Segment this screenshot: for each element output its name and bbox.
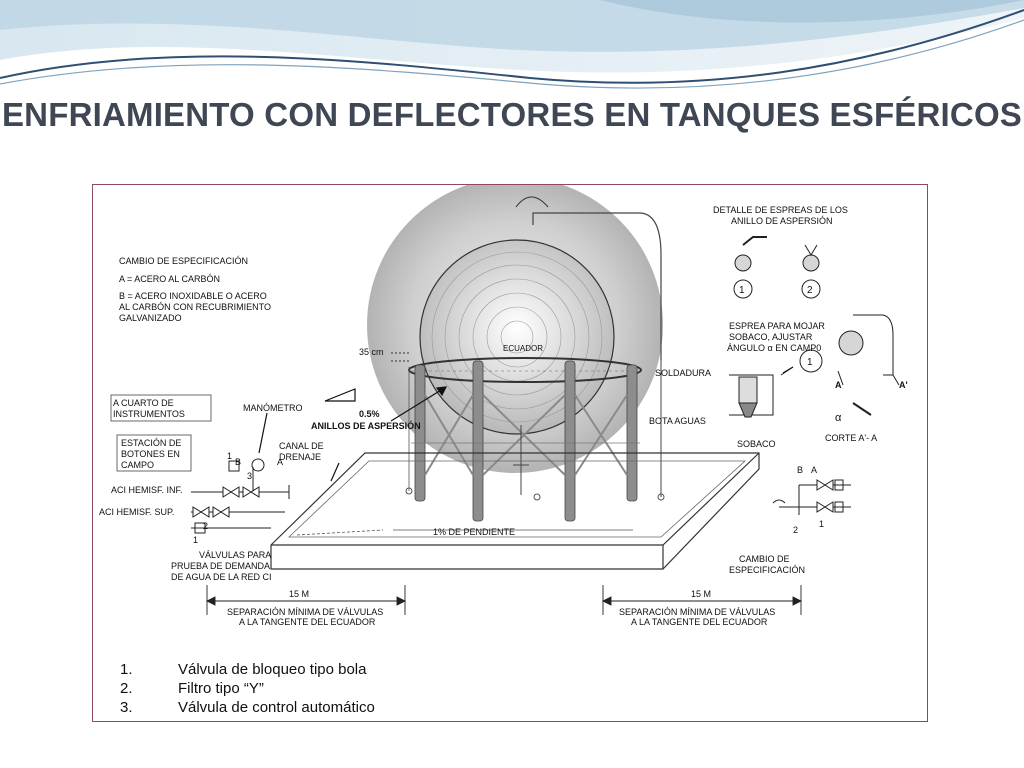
label-armpit-nozzle-3: ÁNGULO α EN CAMP0: [727, 343, 821, 353]
sphere-tank: [419, 239, 615, 435]
legend-number: 3.: [120, 699, 133, 716]
label-height: 35 cm: [359, 347, 384, 357]
label-sep-left-1: SEPARACIÓN MÍNIMA DE VÁLVULAS: [227, 607, 383, 617]
spec-box-title: CAMBIO DE ESPECIFICACIÓN: [119, 256, 248, 266]
label-station-3: CAMPO: [121, 460, 154, 470]
label-instrument-room-1: A CUARTO DE: [113, 398, 174, 408]
label-instrument-room-2: INSTRUMENTOS: [113, 409, 185, 419]
tag-1-left-b: 1: [193, 535, 198, 545]
label-section-a-prime: A': [899, 380, 908, 390]
slide-title: ENFRIAMIENTO CON DEFLECTORES EN TANQUES …: [1, 96, 1023, 133]
label-valves-1: VÁLVULAS PARA: [199, 550, 271, 560]
nozzle-detail: [729, 236, 900, 418]
tag-1-left: 1: [227, 451, 232, 461]
top-dome: [515, 196, 549, 208]
label-sep-right-1: SEPARACIÓN MÍNIMA DE VÁLVULAS: [619, 607, 775, 617]
spec-box-a: A = ACERO AL CARBÓN: [119, 274, 220, 284]
tag-2-left: 2: [203, 521, 208, 531]
label-spray-rings: ANILLOS DE ASPERSIÓN: [311, 420, 421, 431]
label-armpit: SOBACO: [737, 439, 776, 449]
spec-box-b2: AL CARBÓN CON RECUBRIMIENTO: [119, 302, 271, 312]
tag-b-right: B: [797, 465, 803, 475]
label-drip: BOTA AGUAS: [649, 416, 706, 426]
legend-item: 1. Válvula de bloqueo tipo bola: [120, 660, 540, 679]
legend-item: 3. Válvula de control automático: [120, 698, 540, 717]
label-armpit-nozzle-2: SOBACO, AJUSTAR: [729, 332, 813, 342]
spec-box-b3: GALVANIZADO: [119, 313, 182, 323]
tag-1-right: 1: [819, 519, 824, 529]
valve-legend: 1. Válvula de bloqueo tipo bola 2. Filtr…: [120, 660, 540, 717]
label-valves-3: DE AGUA DE LA RED CI: [171, 572, 272, 582]
label-station-1: ESTACIÓN DE: [121, 438, 181, 448]
spec-box-b1: B = ACERO INOXIDABLE O ACERO: [119, 291, 267, 301]
legend-text: Válvula de control automático: [178, 699, 375, 716]
label-aci-inf: ACI HEMISF. INF.: [111, 485, 183, 495]
technical-drawing-frame: CAMBIO DE ESPECIFICACIÓN A = ACERO AL CA…: [92, 184, 928, 722]
tag-a-right: A: [811, 465, 817, 475]
legend-number: 1.: [120, 661, 133, 678]
header-banner: [0, 0, 1024, 110]
label-aci-sup: ACI HEMISF. SUP.: [99, 507, 174, 517]
label-spec-change-2: ESPECIFICACIÓN: [729, 565, 805, 575]
tag-2-right: 2: [793, 525, 798, 535]
label-dim-left: 15 M: [289, 589, 309, 599]
label-drain-1: CANAL DE: [279, 441, 324, 451]
label-section: CORTE A'- A: [825, 433, 877, 443]
label-basin-slope: 1% DE PENDIENTE: [433, 527, 515, 537]
label-valves-2: PRUEBA DE DEMANDA: [171, 561, 270, 571]
label-equator: ECUADOR: [503, 344, 543, 353]
dimension-lines: [205, 585, 803, 615]
tag-b-left: B: [235, 457, 241, 467]
label-sep-left-2: A LA TANGENTE DEL ECUADOR: [239, 617, 376, 627]
label-slope-small: 0.5%: [359, 409, 380, 419]
label-station-2: BOTONES EN: [121, 449, 180, 459]
label-alpha: α: [835, 412, 842, 424]
label-nozzle-2: 2: [807, 285, 813, 296]
label-nozzle-detail-2: ANILLO DE ASPERSIÓN: [731, 216, 833, 226]
legend-number: 2.: [120, 680, 133, 697]
legend-item: 2. Filtro tipo “Y”: [120, 679, 540, 698]
label-manometer: MANÓMETRO: [243, 403, 303, 413]
label-nozzle-1: 1: [739, 285, 745, 296]
label-spec-change-1: CAMBIO DE: [739, 554, 790, 564]
support-legs: [414, 360, 638, 522]
left-valve-manifold: [191, 458, 290, 534]
tag-a-left: A: [277, 457, 283, 467]
label-dim-right: 15 M: [691, 589, 711, 599]
label-section-a: A: [835, 380, 842, 390]
containment-basin: [270, 452, 760, 570]
legend-text: Válvula de bloqueo tipo bola: [178, 661, 367, 678]
top-pipe: [532, 212, 662, 360]
legend-text: Filtro tipo “Y”: [178, 680, 264, 697]
label-nozzle-armpit-tag: 1: [807, 357, 813, 368]
tag-3-left: 3: [247, 471, 252, 481]
spherical-tank-drawing: CAMBIO DE ESPECIFICACIÓN A = ACERO AL CA…: [99, 185, 908, 627]
label-weld: SOLDADURA: [655, 368, 711, 378]
label-sep-right-2: A LA TANGENTE DEL ECUADOR: [631, 617, 768, 627]
right-valve-manifold: [772, 479, 851, 515]
label-nozzle-detail-1: DETALLE DE ESPREAS DE LOS: [713, 205, 848, 215]
label-drain-2: DRENAJE: [279, 452, 321, 462]
label-armpit-nozzle-1: ESPREA PARA MOJAR: [729, 321, 825, 331]
